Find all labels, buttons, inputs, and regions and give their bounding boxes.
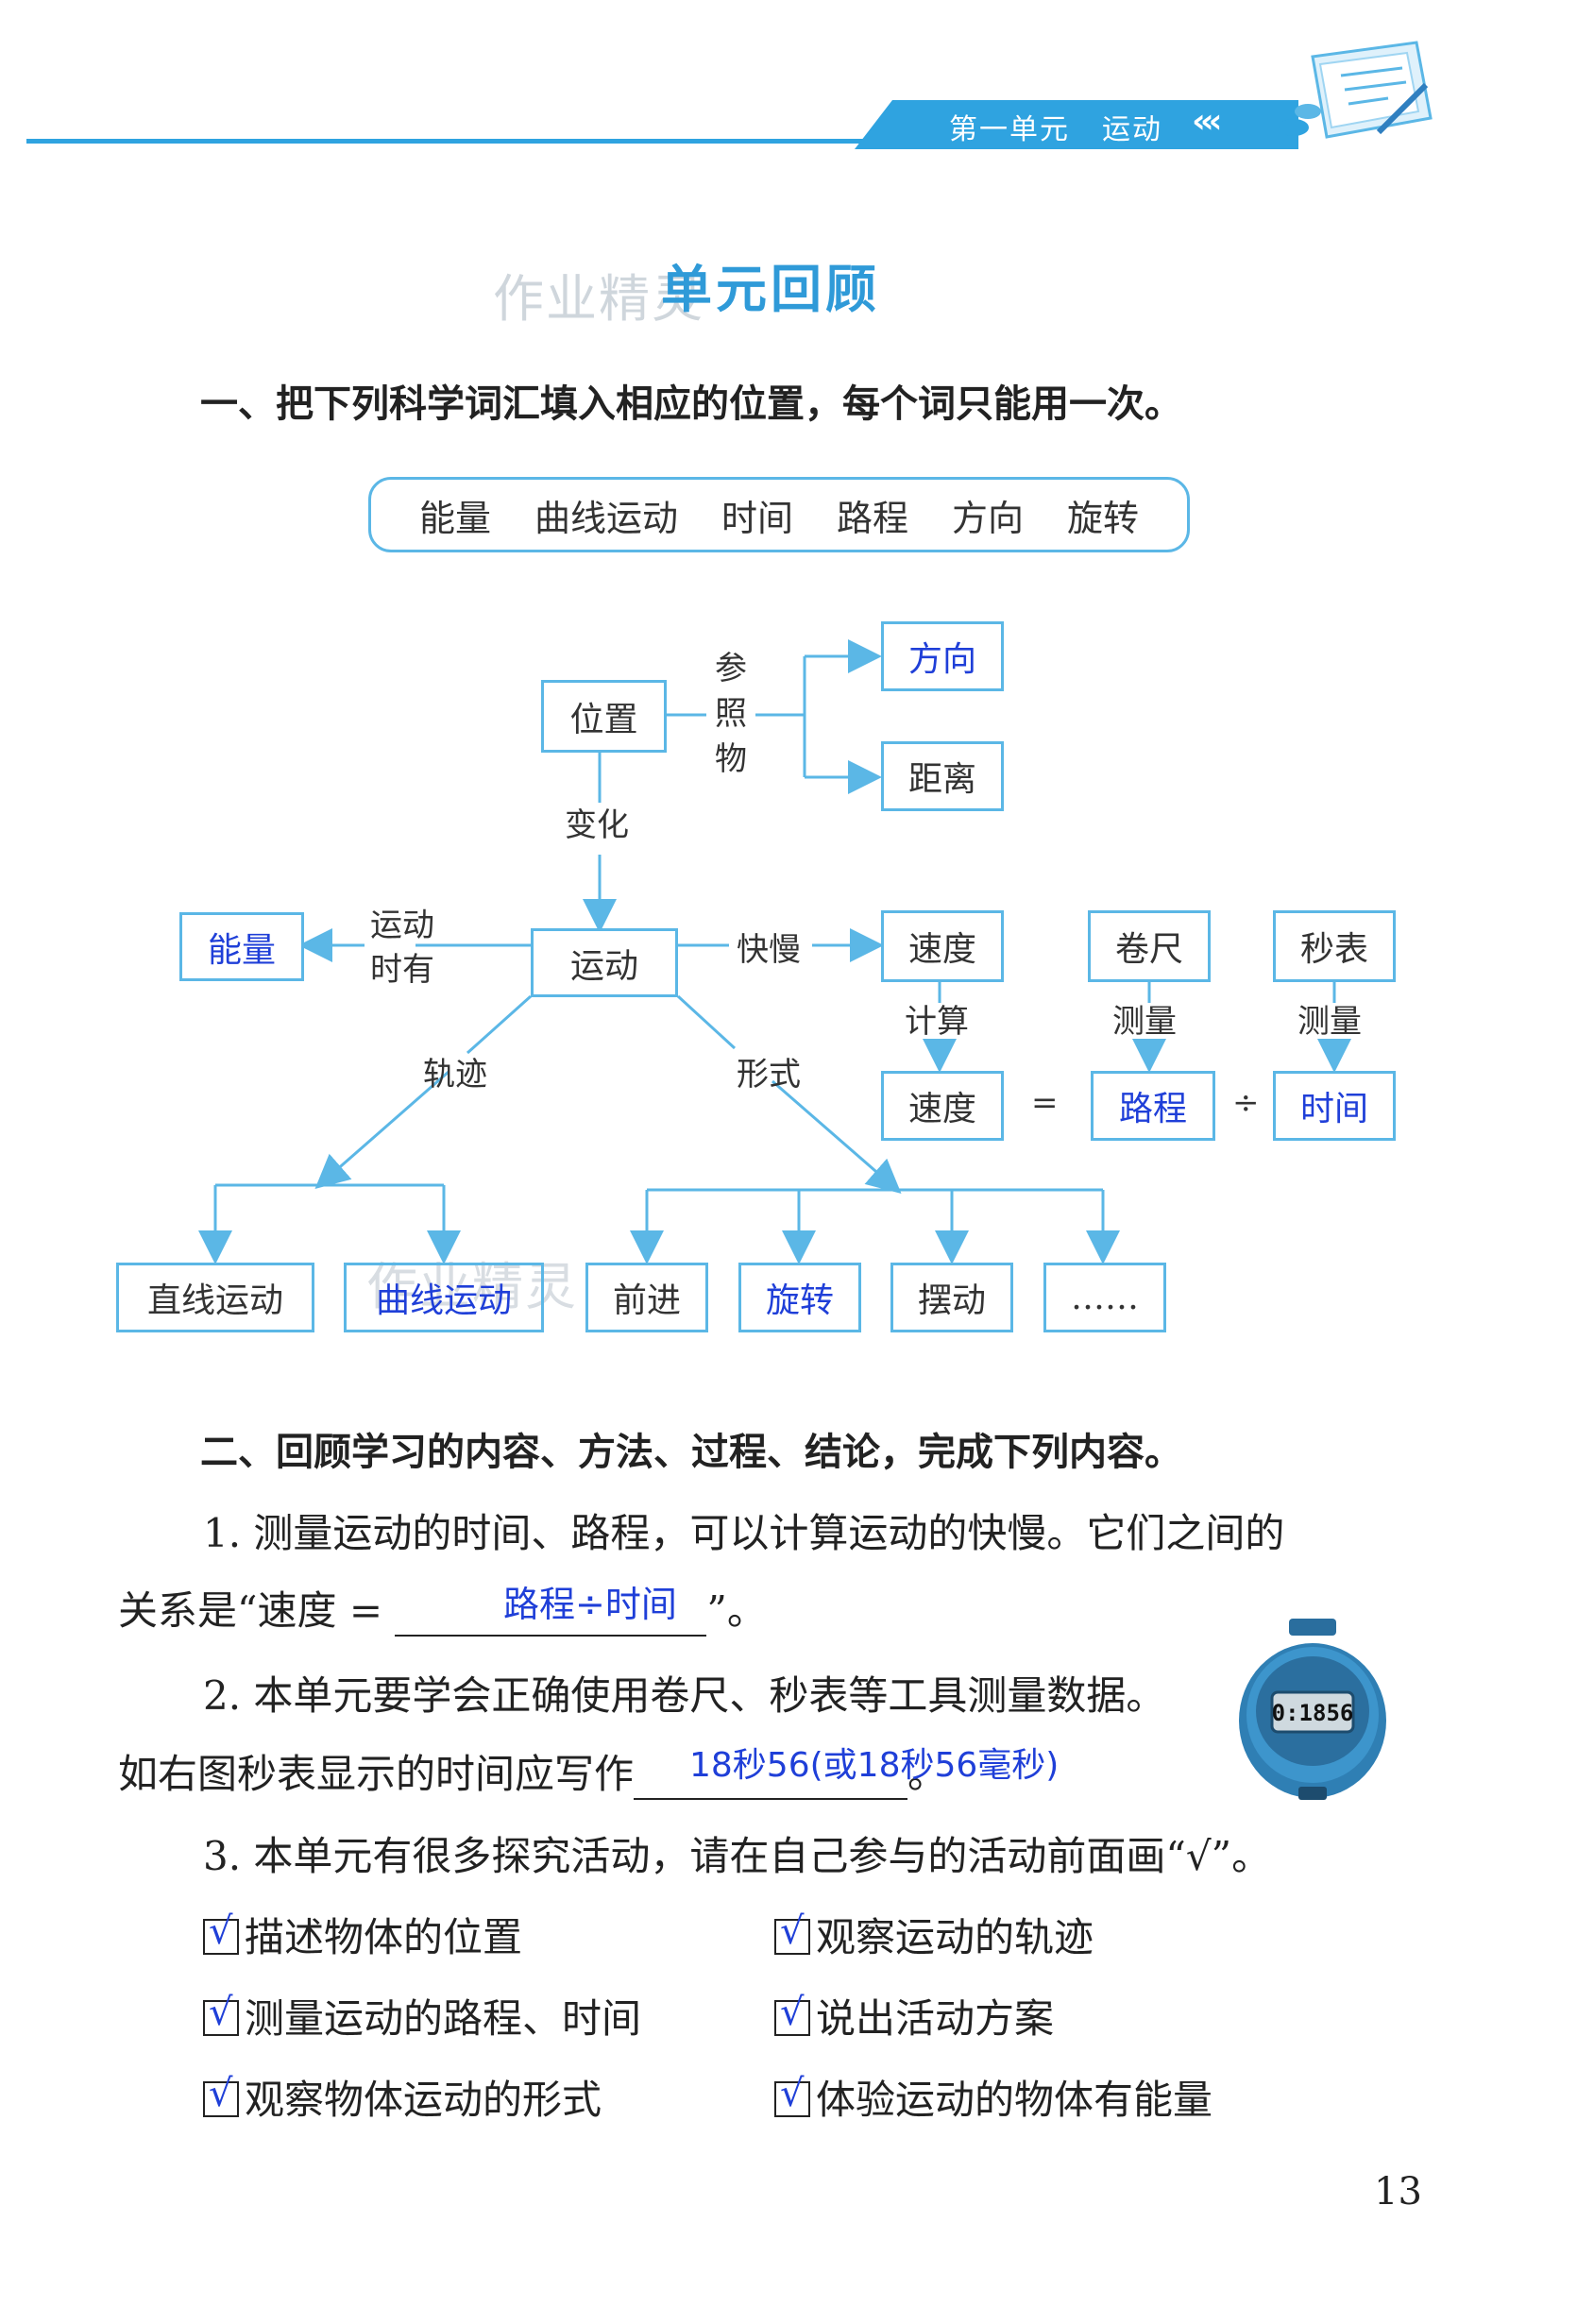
checkbox[interactable]: √ — [203, 1991, 239, 2036]
header-rule — [26, 139, 1065, 144]
check-mark-icon: √ — [209, 1909, 233, 1953]
box-position: 位置 — [541, 680, 667, 753]
box-rotate-answer: 旋转 — [738, 1263, 861, 1332]
stopwatch-icon: 0:1856 — [1239, 1619, 1386, 1800]
checklist-label: 测量运动的路程、时间 — [245, 1995, 642, 2042]
q1-line1: 1. 测量运动的时间、路程，可以计算运动的快慢。它们之间的 — [203, 1510, 1285, 1556]
q1-prefix: 关系是“速度 = — [118, 1587, 383, 1634]
box-stopwatch: 秒表 — [1273, 910, 1396, 982]
label-has-energy-1: 运动 — [370, 907, 434, 944]
q2-line1: 2. 本单元要学会正确使用卷尺、秒表等工具测量数据。 — [203, 1672, 1166, 1719]
checklist-item[interactable]: √观察运动的轨迹 — [774, 1906, 1094, 1963]
word-bank-item: 曲线运动 — [534, 497, 678, 539]
box-direction-answer: 方向 — [881, 621, 1004, 691]
box-energy-answer: 能量 — [179, 912, 304, 981]
checklist-label: 体验运动的物体有能量 — [816, 2077, 1213, 2123]
checklist-item[interactable]: √ 说出活动方案 — [774, 1987, 1054, 2044]
q3-line: 3. 本单元有很多探究活动，请在自己参与的活动前面画“√”。 — [203, 1833, 1272, 1879]
checklist-item[interactable]: √ 测量运动的路程、时间 — [203, 1987, 641, 2044]
label-divide: ÷ — [1232, 1084, 1260, 1122]
word-bank-item: 能量 — [418, 497, 491, 539]
label-reference-1: 参 — [715, 650, 747, 687]
header-unit: 第一单元 — [949, 113, 1070, 146]
label-trajectory: 轨迹 — [423, 1056, 487, 1094]
q1-answer: 路程÷时间 — [503, 1584, 677, 1625]
q2-suffix: 。 — [907, 1751, 948, 1797]
header-topic: 运动 — [1102, 113, 1162, 146]
box-tape-measure: 卷尺 — [1088, 910, 1211, 982]
checkbox[interactable]: √ — [203, 2072, 239, 2117]
check-mark-icon: √ — [209, 2072, 233, 2115]
word-bank-item: 时间 — [721, 497, 793, 539]
box-speed: 速度 — [881, 910, 1004, 982]
checklist-item[interactable]: √ 体验运动的物体有能量 — [774, 2068, 1212, 2126]
box-straight-motion: 直线运动 — [116, 1263, 314, 1332]
q1-suffix: ”。 — [706, 1587, 767, 1634]
checklist-label: 说出活动方案 — [816, 1995, 1055, 2042]
box-etc: …… — [1043, 1263, 1166, 1332]
check-mark-icon: √ — [209, 1991, 233, 2034]
label-reference-3: 物 — [715, 740, 747, 778]
section1-heading: 一、把下列科学词汇填入相应的位置，每个词只能用一次。 — [200, 382, 1182, 426]
checkbox[interactable]: √ — [774, 2072, 810, 2117]
section2-heading: 二、回顾学习的内容、方法、过程、结论，完成下列内容。 — [200, 1431, 1182, 1474]
label-fast-slow: 快慢 — [737, 931, 801, 969]
box-swing: 摆动 — [890, 1263, 1013, 1332]
box-motion: 运动 — [531, 928, 678, 997]
label-change: 变化 — [565, 806, 629, 844]
box-forward: 前进 — [585, 1263, 708, 1332]
label-measure-2: 测量 — [1297, 1003, 1362, 1041]
word-bank-item: 方向 — [952, 497, 1025, 539]
check-mark-icon: √ — [780, 1991, 805, 2034]
page-title: 单元回顾 — [661, 260, 880, 319]
checklist-item[interactable]: √ 观察物体运动的形式 — [203, 2068, 602, 2126]
title-watermark: 作业精灵 — [493, 269, 704, 329]
q1-line2: 关系是“速度 = ”。 — [118, 1579, 767, 1637]
header-banner — [855, 100, 1298, 149]
page-number: 13 — [1374, 2170, 1422, 2214]
q2-answer: 18秒56(或18秒56毫秒) — [689, 1746, 1060, 1785]
box-speed-formula: 速度 — [881, 1071, 1004, 1141]
checkbox[interactable]: √ — [774, 1991, 810, 2036]
check-mark-icon: √ — [780, 2072, 805, 2115]
checklist-label: 观察物体运动的形式 — [245, 2077, 602, 2123]
box-path-answer: 路程 — [1091, 1071, 1215, 1141]
label-reference-2: 照 — [715, 695, 747, 733]
check-mark-icon: √ — [780, 1909, 805, 1953]
word-bank-item: 旋转 — [1067, 497, 1140, 539]
clipboard-pen-icon — [1279, 41, 1433, 139]
checklist-label: 观察运动的轨迹 — [816, 1914, 1094, 1960]
concept-map-connectors — [198, 639, 1351, 1264]
checkbox[interactable]: √ — [774, 1909, 810, 1955]
word-bank: 能量 曲线运动 时间 路程 方向 旋转 — [368, 477, 1190, 552]
label-equals: = — [1031, 1084, 1059, 1122]
label-has-energy-2: 时有 — [370, 951, 434, 989]
word-bank-item: 路程 — [837, 497, 909, 539]
q2-line2: 如右图秒表显示的时间应写作 。 — [118, 1742, 947, 1800]
q2-prefix: 如右图秒表显示的时间应写作 — [118, 1751, 635, 1797]
label-form: 形式 — [737, 1056, 801, 1094]
checklist-label: 描述物体的位置 — [245, 1914, 523, 1960]
label-calc: 计算 — [905, 1003, 969, 1041]
box-time-answer: 时间 — [1273, 1071, 1396, 1141]
header-title: 第一单元运动 — [949, 106, 1195, 147]
box-curve-answer: 曲线运动 — [344, 1263, 544, 1332]
q1-blank — [395, 1589, 707, 1637]
box-distance: 距离 — [881, 741, 1004, 811]
checkbox[interactable]: √ — [203, 1909, 239, 1955]
label-measure-1: 测量 — [1112, 1003, 1177, 1041]
checklist-item[interactable]: √ 描述物体的位置 — [203, 1906, 522, 1963]
stopwatch-display: 0:1856 — [1272, 1700, 1354, 1726]
q2-blank — [634, 1753, 908, 1800]
